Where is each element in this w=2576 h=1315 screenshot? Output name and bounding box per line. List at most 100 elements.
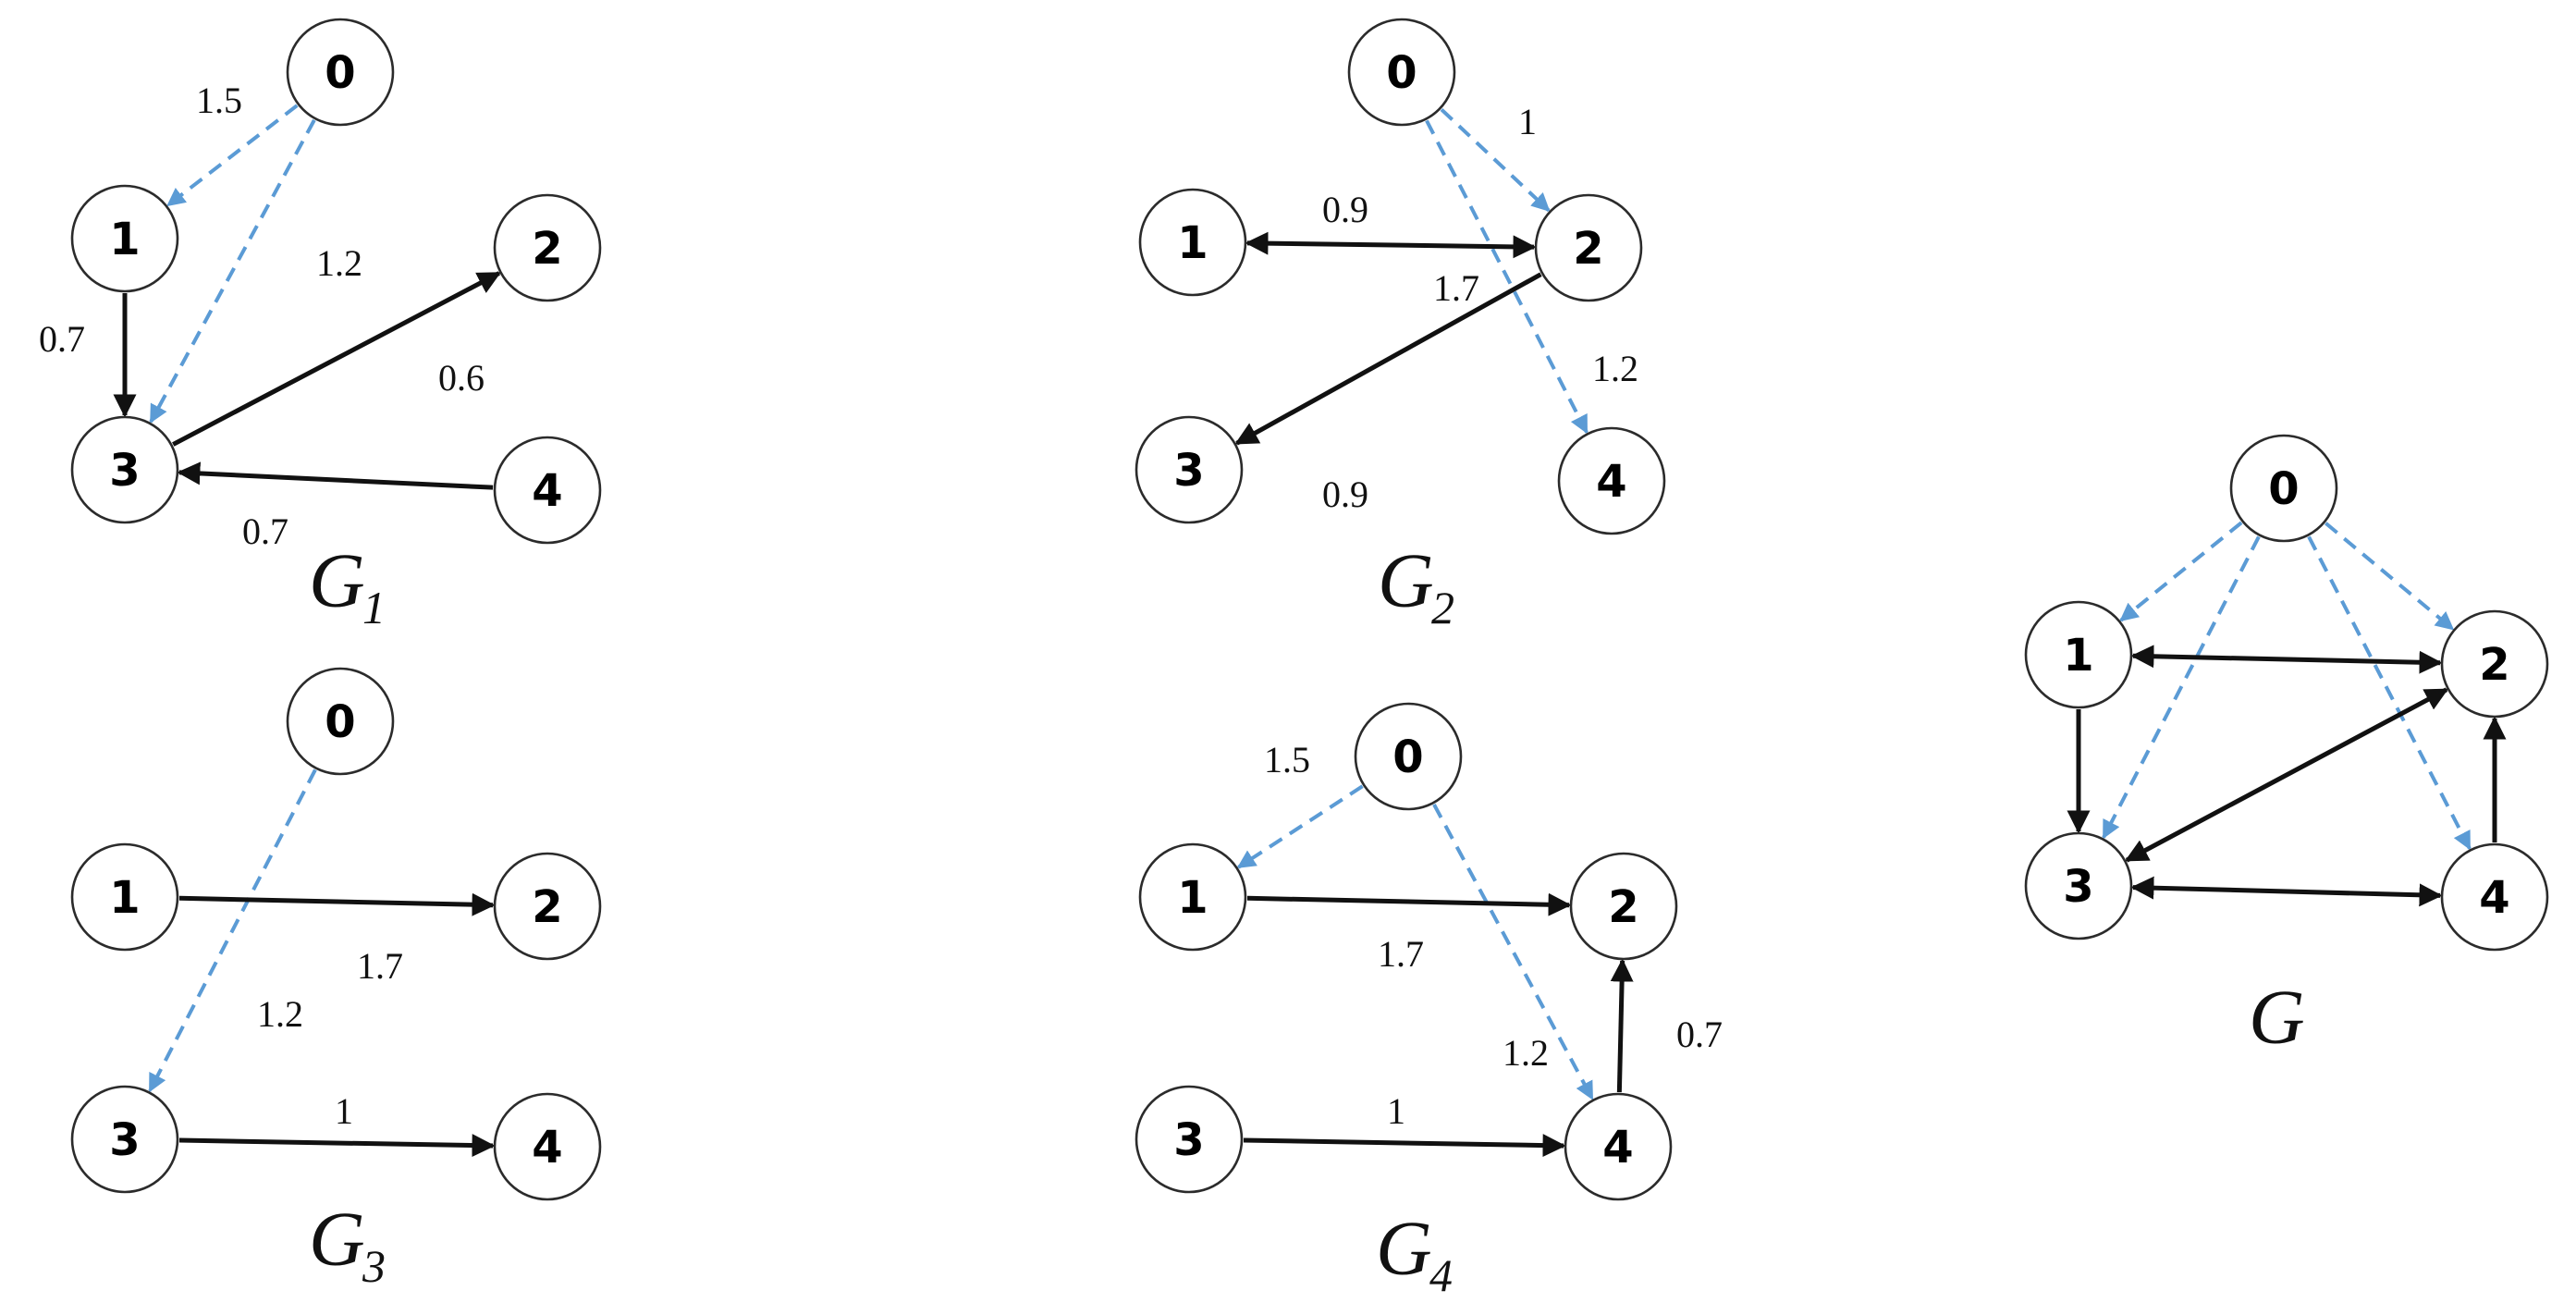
node-circle [1138,842,1247,952]
node-circle [1135,415,1244,524]
solid-edge-1-2 [1246,892,1572,916]
dashed-edge-0-1 [1236,784,1364,869]
node-circle [1557,426,1666,535]
dashed-edge-0-2 [1440,107,1551,213]
edge-weight-label: 1 [1518,101,1537,142]
node-label: 1 [109,872,140,924]
node-circle [70,1085,179,1194]
dashed-edge-0-3 [148,768,317,1093]
solid-edge-4-2 [1610,958,1634,1093]
node-label: 0 [325,696,355,748]
node-label: 0 [1386,47,1417,99]
node-label: 3 [1173,1114,1204,1166]
node-2: 2 [493,852,602,961]
node-circle [1347,18,1456,127]
node-3: 3 [2024,831,2133,940]
node-label: 4 [1602,1122,1633,1174]
node-label: 2 [1608,881,1638,933]
node-circle [493,852,602,961]
node-4: 4 [493,1092,602,1201]
node-label: 4 [532,1122,562,1174]
node-circle [1354,702,1463,811]
node-label: 3 [2063,861,2093,913]
solid-edge-3-4 [178,1134,496,1158]
dashed-edge-0-1 [2119,521,2243,622]
node-0: 0 [2229,434,2338,543]
node-circle [286,18,395,127]
graph-title-subscript: 1 [362,582,386,633]
node-4: 4 [493,436,602,545]
graph-title: G [1378,538,1434,624]
edge-weight-label: 0.6 [438,357,485,399]
solid-edge-1-2 [178,892,496,916]
graph-title-subscript: 4 [1429,1249,1453,1301]
node-2: 2 [2440,609,2549,719]
node-4: 4 [1557,426,1666,535]
node-circle [1138,188,1247,297]
solid-edge-3-2 [172,271,501,447]
dashed-edge-0-4 [1432,804,1594,1100]
graph-title: G [1376,1206,1432,1292]
edge-weight-label: 1.5 [1264,739,1310,780]
edge-weight-label: 0.7 [39,318,85,360]
node-1: 1 [1138,188,1247,297]
dashed-edge-0-3 [149,118,316,424]
node-circle [493,1092,602,1201]
node-label: 1 [1177,217,1208,269]
node-label: 1 [1177,872,1208,924]
node-circle [286,667,395,776]
node-circle [2024,600,2133,709]
edge-weight-label: 0.7 [1676,1014,1723,1055]
node-circle [2229,434,2338,543]
node-circle [2024,831,2133,940]
node-circle [493,436,602,545]
node-circle [1534,193,1643,302]
edge-weight-label: 1.2 [1592,348,1638,389]
graph-title: G [309,1197,365,1283]
node-label: 4 [1596,456,1626,508]
node-label: 3 [109,1114,140,1166]
node-2: 2 [1534,193,1643,302]
dashed-edge-0-1 [166,104,299,207]
node-3: 3 [1135,415,1244,524]
edge-weight-label: 1.5 [196,80,242,121]
node-label: 4 [532,465,562,517]
node-2: 2 [1569,852,1678,961]
edge-weight-label: 1.2 [257,993,303,1035]
edge-weight-label: 0.9 [1322,473,1368,515]
node-label: 2 [532,881,562,933]
node-label: 3 [1173,445,1204,497]
node-label: 2 [2479,639,2509,691]
solid-edge-1-2 [1245,231,1537,259]
node-label: 2 [1573,223,1603,275]
node-circle [70,842,179,952]
graph-title-subscript: 3 [362,1240,386,1292]
edge-weight-label: 1.7 [1433,267,1479,309]
node-circle [1135,1085,1244,1194]
node-2: 2 [493,193,602,302]
node-1: 1 [70,184,179,293]
edge-weight-label: 1.2 [1503,1032,1549,1074]
edge-weight-label: 1.7 [1378,933,1424,975]
solid-edge-3-4 [1243,1134,1566,1158]
node-label: 3 [109,445,140,497]
edge-weight-label: 1 [1387,1090,1405,1132]
node-0: 0 [1354,702,1463,811]
node-label: 2 [532,223,562,275]
dashed-edge-0-4 [1425,119,1589,435]
node-4: 4 [2440,842,2549,952]
solid-edge-2-3 [2124,687,2449,863]
node-1: 1 [70,842,179,952]
node-3: 3 [70,415,179,524]
node-label: 0 [1392,731,1423,783]
edge-weight-label: 1.7 [357,945,403,987]
edge-weight-label: 0.7 [242,510,288,552]
node-circle [70,184,179,293]
edge-weight-label: 0.9 [1322,189,1368,230]
